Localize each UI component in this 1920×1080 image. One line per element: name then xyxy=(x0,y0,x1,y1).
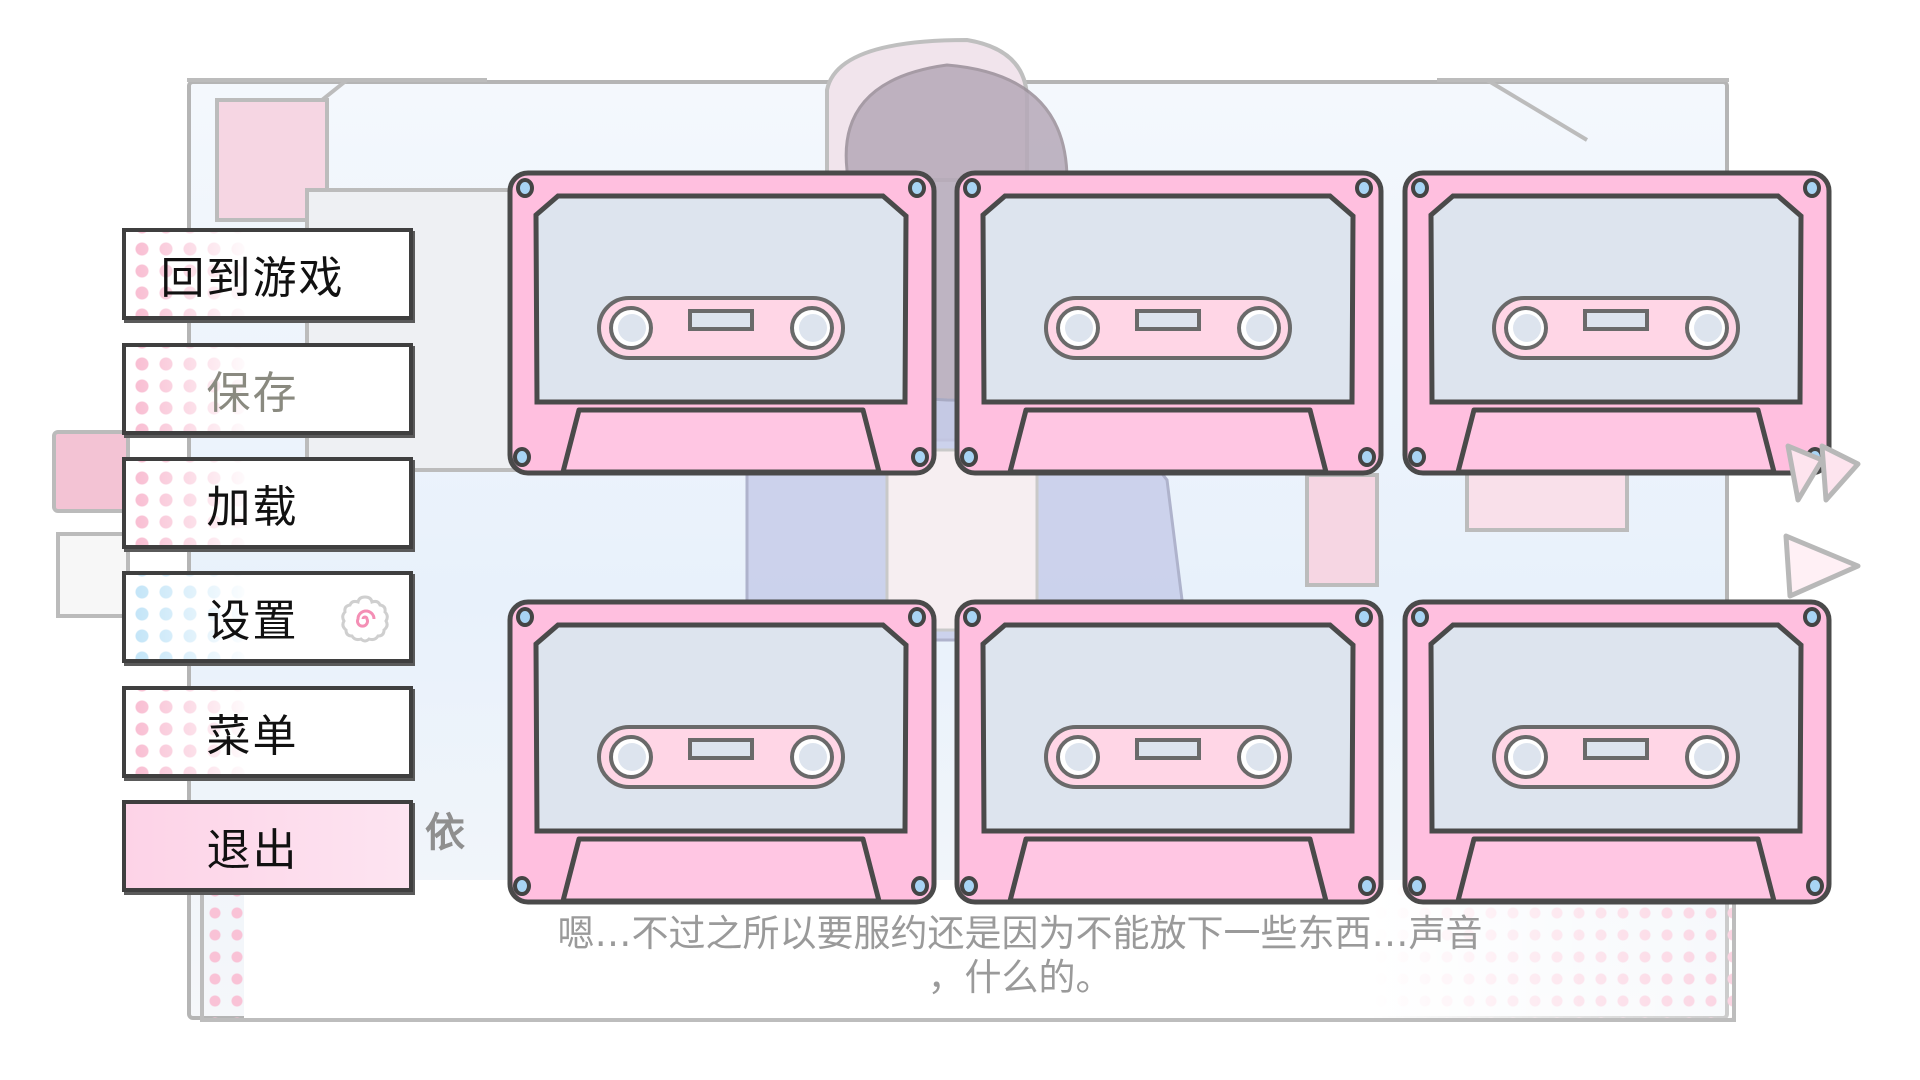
gear-icon xyxy=(341,595,389,643)
load-button[interactable]: 加载 xyxy=(122,457,413,549)
exit-button[interactable]: 退出 xyxy=(122,800,413,892)
cassette-tape-icon xyxy=(1402,170,1832,476)
next-page-arrow-icon[interactable] xyxy=(1782,440,1862,510)
cassette-tape-icon xyxy=(507,170,937,476)
return-to-game-button[interactable]: 回到游戏 xyxy=(122,228,413,320)
quick-page-arrow-icon[interactable] xyxy=(1780,530,1864,600)
cassette-tape-icon xyxy=(954,599,1384,905)
save-slot-4[interactable] xyxy=(507,599,937,905)
main-menu-button[interactable]: 菜单 xyxy=(122,686,413,778)
cassette-tape-icon xyxy=(1402,599,1832,905)
dialogue-line-1: 嗯…不过之所以要服约还是因为不能放下一些东西…声音 xyxy=(557,912,1483,955)
speaker-decoration xyxy=(52,430,130,513)
speaker-name: 依 xyxy=(425,810,465,856)
save-slot-3[interactable] xyxy=(1402,170,1832,476)
dialogue-line-2: ，什么的。 xyxy=(927,956,1113,999)
save-slot-5[interactable] xyxy=(954,599,1384,905)
save-slot-6[interactable] xyxy=(1402,599,1832,905)
save-slot-2[interactable] xyxy=(954,170,1384,476)
cassette-tape-icon xyxy=(507,599,937,905)
cassette-tape-icon xyxy=(954,170,1384,476)
save-slot-1[interactable] xyxy=(507,170,937,476)
save-button[interactable]: 保存 xyxy=(122,343,413,435)
dialogue-text: 嗯…不过之所以要服约还是因为不能放下一些东西…声音 ，什么的。 xyxy=(430,912,1610,1000)
settings-button[interactable]: 设置 xyxy=(122,571,413,663)
notes-decoration xyxy=(56,532,130,618)
